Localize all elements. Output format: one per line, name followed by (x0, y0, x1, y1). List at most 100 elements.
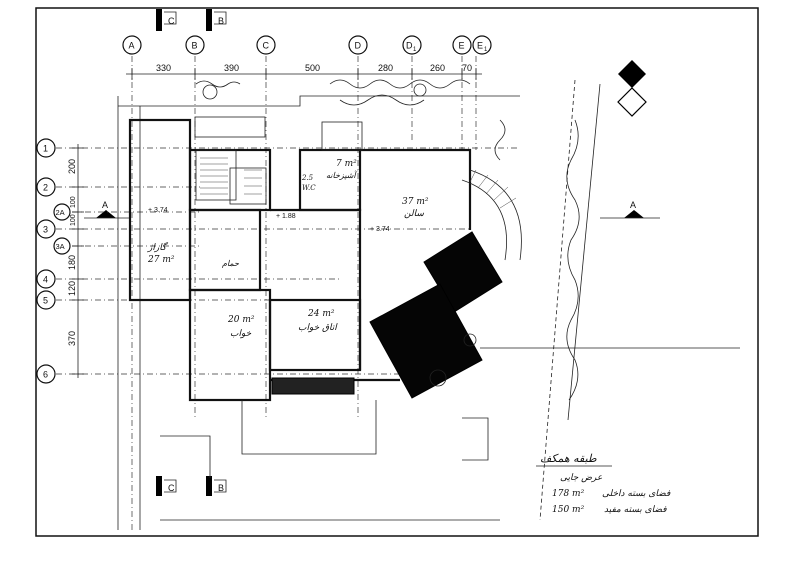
level-value: + 1.88 (276, 213, 296, 220)
section-marker-label: A (630, 200, 636, 210)
row-bubble-6: 6 (36, 364, 56, 384)
room-area: 24 m² (307, 309, 335, 319)
title-text: طبقه همکف (540, 452, 597, 465)
room-label-bath: حمام (222, 259, 239, 268)
column-dimension: 500 (305, 63, 320, 73)
column-bubble-B: B (185, 35, 205, 55)
section-marker-label: C (168, 483, 175, 493)
room-name: اتاق خواب (298, 323, 338, 333)
row-dimension: 180 (67, 255, 77, 270)
room-area: 2.5 (301, 174, 314, 182)
row-bubble-3A: 3A (53, 237, 71, 255)
room-label-living: 37 m² سالن (402, 197, 429, 219)
section-marker-side-right: A (600, 200, 660, 219)
row-dimension: 200 (67, 159, 77, 174)
column-dimension: 330 (156, 63, 171, 73)
area-label: فضای بسته داخلی (602, 489, 671, 499)
row-bubble-1: 1 (36, 138, 56, 158)
column-dimension: 260 (430, 63, 445, 73)
row-label: 6 (43, 370, 48, 380)
area-value: 150 m² (552, 505, 585, 515)
column-dimension: 280 (378, 63, 393, 73)
column-label: E (477, 41, 483, 51)
row-dimension: 100 (70, 214, 77, 226)
north-symbol (617, 60, 647, 117)
column-label-sub: 1 (413, 47, 417, 53)
row-label: 1 (43, 144, 48, 154)
room-label-garage: 27 m² گاراژ (147, 241, 175, 265)
column-bubble-E: E (452, 35, 472, 55)
row-bubble-2A: 2A (53, 203, 71, 221)
section-marker-top-right: B (206, 9, 227, 31)
row-bubble-2: 2 (36, 177, 56, 197)
room-area: 7 m² (336, 159, 357, 169)
row-bubble-4: 4 (36, 269, 56, 289)
section-marker-bottom-right: B (206, 476, 227, 496)
row-label: 4 (43, 275, 48, 285)
room-area: 27 m² (147, 255, 175, 265)
level-value: + 3.74 (148, 207, 168, 214)
column-label: D (406, 41, 413, 51)
column-bubble-D: D (348, 35, 368, 55)
landscape (195, 79, 580, 401)
room-name: W.C (302, 184, 316, 192)
sheet-border (35, 7, 759, 537)
room-name: خواب (230, 329, 252, 339)
level-mark: + 3.74 (370, 226, 390, 233)
room-name: آشپزخانه (326, 170, 358, 180)
site-boundary (117, 79, 740, 530)
top-dimension-line: 330 390 500 280 260 70 (126, 63, 482, 80)
stair (200, 157, 262, 195)
section-marker-label: B (218, 483, 224, 493)
section-marker-bottom-left: C (156, 476, 177, 496)
row-dimension: 370 (67, 331, 77, 346)
area-label: فضای بسته مفید (604, 505, 667, 515)
room-name: سالن (404, 209, 424, 219)
subtitle-text: عرض جایی (560, 473, 603, 483)
row-label: 3A (56, 242, 65, 251)
column-label: C (263, 41, 270, 51)
column-dimension: 390 (224, 63, 239, 73)
row-dimension: 120 (67, 281, 77, 296)
section-marker-top-left: C (156, 9, 177, 31)
row-dimension: 100 (70, 196, 77, 208)
room-area: 20 m² (227, 315, 255, 325)
row-label: 3 (43, 225, 48, 235)
row-label: 2 (43, 183, 48, 193)
column-label: B (192, 41, 198, 51)
level-mark: + 3.74 (148, 207, 168, 214)
column-label: D (355, 41, 362, 51)
title-block: طبقه همکف عرض جایی فضای بسته داخلی 178 m… (536, 452, 671, 515)
room-name: گاراژ (147, 241, 169, 253)
room-label-bedroom-2: 20 m² خواب (227, 315, 255, 339)
section-marker-label: B (218, 16, 224, 26)
section-marker-label: A (102, 200, 108, 210)
external-stair (461, 169, 522, 261)
row-label: 5 (43, 296, 48, 306)
solid-blocks (271, 231, 503, 399)
level-value: + 3.74 (370, 226, 390, 233)
column-bubble-E1: E 1 (472, 35, 492, 55)
column-label-sub: 1 (484, 47, 488, 53)
column-label: A (129, 41, 135, 51)
room-label-bedroom-1: 24 m² اتاق خواب (298, 309, 338, 333)
column-label: E (459, 41, 465, 51)
courtyard (160, 400, 500, 521)
left-dimension-line: 200 100 100 180 120 370 (67, 144, 84, 378)
room-label-kitchen: 7 m² آشپزخانه (326, 159, 358, 180)
area-value: 178 m² (552, 489, 585, 499)
section-marker-label: C (168, 16, 175, 26)
column-bubble-A: A (122, 35, 142, 55)
room-name: حمام (222, 259, 239, 268)
column-dimension: 70 (462, 63, 472, 73)
row-label: 2A (56, 208, 65, 217)
room-area: 37 m² (402, 197, 429, 207)
row-bubble-5: 5 (36, 290, 56, 310)
row-bubble-3: 3 (36, 219, 56, 239)
column-bubble-C: C (256, 35, 276, 55)
level-mark: + 1.88 (276, 213, 296, 220)
room-label-wc: 2.5 W.C (301, 174, 316, 192)
section-marker-side-left: A (84, 200, 130, 219)
column-bubble-D1: D 1 (402, 35, 422, 55)
